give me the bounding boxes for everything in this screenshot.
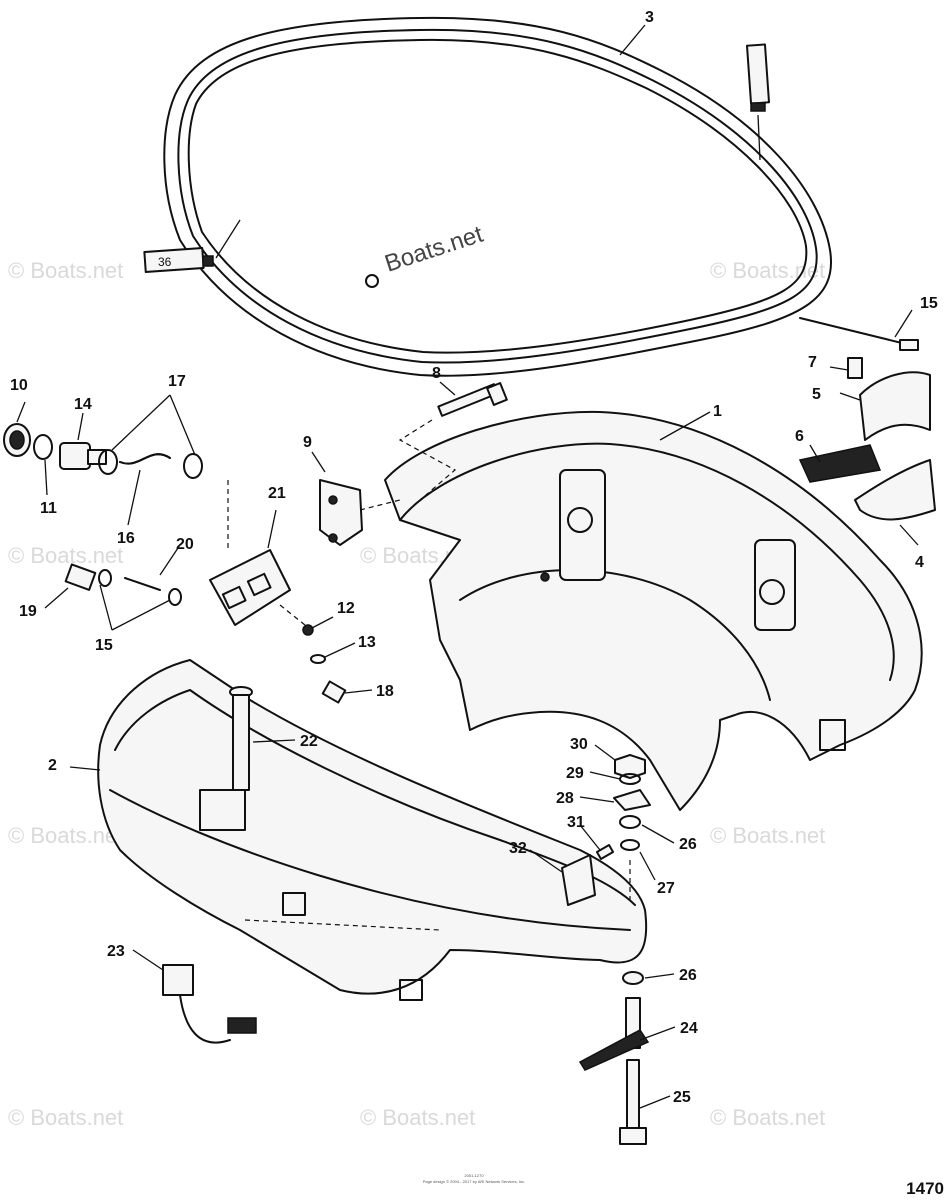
callout-5: 5 <box>812 386 821 403</box>
tube-label: 36 <box>158 255 172 269</box>
callout-16: 16 <box>117 530 135 547</box>
callout-31: 31 <box>567 814 585 831</box>
lever-and-bolt-part <box>578 971 650 1145</box>
callout-labels: 3 1 2 4 5 6 7 8 9 10 11 12 13 14 15 15 1… <box>10 9 938 1106</box>
seal-ring-part <box>163 16 833 377</box>
callout-11: 11 <box>40 500 57 517</box>
drawing-code: 2051-1270 <box>464 1173 484 1178</box>
fitting-part <box>59 442 107 470</box>
callout-15: 15 <box>95 637 113 654</box>
callout-10: 10 <box>10 377 28 394</box>
callout-29: 29 <box>566 765 584 782</box>
figure-number: 1470 <box>906 1179 944 1198</box>
watermark: © Boats.net <box>8 543 123 568</box>
callout-9: 9 <box>303 434 312 451</box>
copyright-notice: Page design © 2004 - 2017 by ARI Network… <box>423 1179 526 1184</box>
callout-24: 24 <box>680 1020 698 1037</box>
callout-8: 8 <box>432 365 441 382</box>
bolt-part <box>398 382 508 501</box>
leader-lines <box>16 24 919 1109</box>
callout-30: 30 <box>570 736 588 753</box>
watermark: © Boats.net <box>8 258 123 283</box>
callout-26: 26 <box>679 836 697 853</box>
callout-26: 26 <box>679 967 697 984</box>
adhesive-tube-icon: 36 <box>143 219 241 273</box>
latch-hardware-part <box>561 754 651 906</box>
callout-12: 12 <box>337 600 355 617</box>
bracket-part <box>319 479 401 546</box>
callout-2: 2 <box>48 757 57 774</box>
callout-19: 19 <box>19 603 37 620</box>
callout-15: 15 <box>920 295 938 312</box>
watermark: © Boats.net <box>710 258 825 283</box>
callout-22: 22 <box>300 733 318 750</box>
tube-part <box>229 686 253 791</box>
watermark: © Boats.net <box>8 1105 123 1130</box>
callout-18: 18 <box>376 683 394 700</box>
callout-6: 6 <box>795 428 804 445</box>
callout-32: 32 <box>509 840 527 857</box>
callout-3: 3 <box>645 9 654 26</box>
cap-part <box>3 423 53 460</box>
callout-1: 1 <box>713 403 722 420</box>
watermark: © Boats.net <box>710 823 825 848</box>
callout-25: 25 <box>673 1089 691 1106</box>
callout-7: 7 <box>808 354 817 371</box>
callout-21: 21 <box>268 485 286 502</box>
right-bracket-parts <box>798 317 936 521</box>
small-hardware-part <box>302 624 347 704</box>
watermark: © Boats.net <box>360 1105 475 1130</box>
watermark: © Boats.net <box>710 1105 825 1130</box>
center-brand-label: Boats.net <box>382 221 487 278</box>
callout-23: 23 <box>107 943 125 960</box>
callout-17: 17 <box>168 373 186 390</box>
callout-13: 13 <box>358 634 376 651</box>
watermark: © Boats.net <box>8 823 123 848</box>
switch-harness-part <box>162 964 257 1044</box>
callout-27: 27 <box>657 880 675 897</box>
callout-28: 28 <box>556 790 574 807</box>
sealant-tube-icon <box>745 43 771 161</box>
top-cowl-part <box>384 410 923 811</box>
hose-part <box>98 449 203 479</box>
switch-panel-part <box>209 480 306 626</box>
callout-20: 20 <box>176 536 194 553</box>
callout-4: 4 <box>915 554 924 571</box>
callout-14: 14 <box>74 396 92 413</box>
clip-part <box>64 563 182 606</box>
